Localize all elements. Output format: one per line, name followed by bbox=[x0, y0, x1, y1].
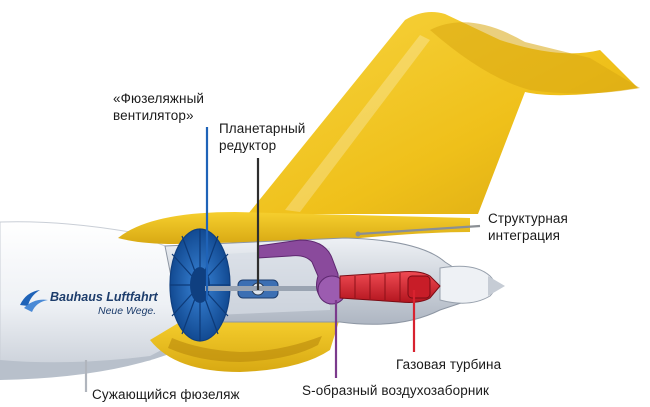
exhaust-cone bbox=[439, 265, 496, 304]
tail-fin-highlight bbox=[285, 35, 430, 212]
leader-structure bbox=[357, 224, 481, 236]
logo-name: Bauhaus Luftfahrt bbox=[50, 290, 158, 304]
label-tapering-fuselage: Сужающийся фюзеляж bbox=[92, 387, 240, 402]
label-planetary-gearbox: Планетарный редуктор bbox=[219, 121, 306, 153]
label-structural-integration: Структурная интеграция bbox=[488, 211, 568, 243]
nacelle-upper bbox=[118, 212, 470, 244]
tail-fin-tip bbox=[430, 22, 640, 94]
label-fuselage-fan: «Фюзеляжный вентилятор» bbox=[113, 91, 205, 123]
label-s-duct-intake: S-образный воздухозаборник bbox=[302, 383, 490, 398]
label-gas-turbine: Газовая турбина bbox=[396, 357, 502, 372]
bauhaus-logo bbox=[20, 290, 48, 312]
logo-tagline: Neue Wege. bbox=[98, 305, 157, 317]
engine-shaft bbox=[205, 286, 420, 291]
